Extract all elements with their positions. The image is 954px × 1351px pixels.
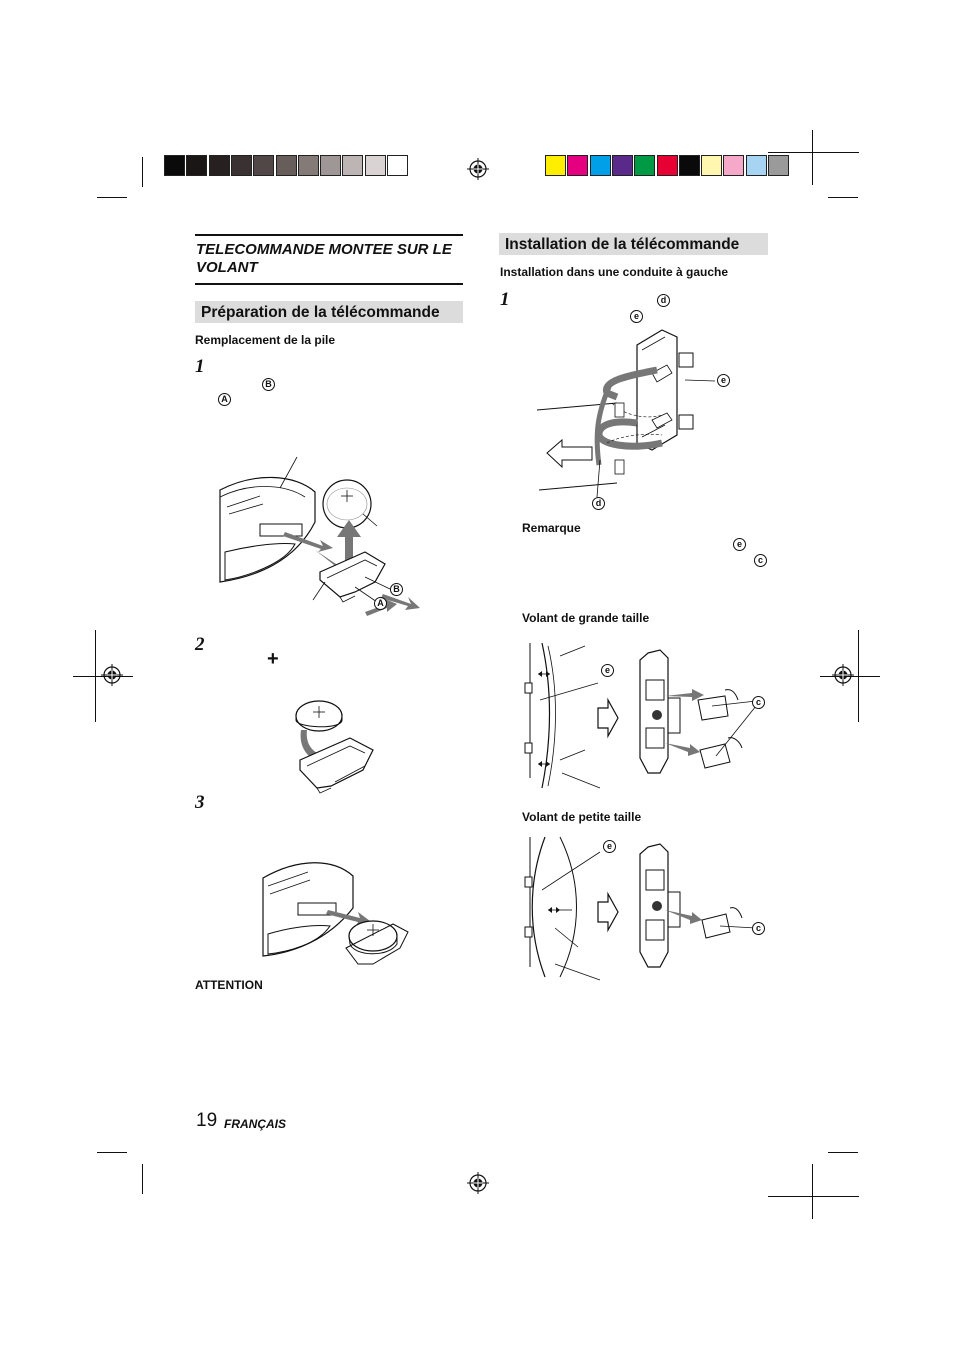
- color-swatch: [164, 155, 185, 176]
- color-swatch: [253, 155, 275, 176]
- callout-a: A: [218, 393, 231, 406]
- callout-a: A: [374, 597, 387, 610]
- callout-c: c: [752, 922, 765, 935]
- large-wheel-subheading: Volant de grande taille: [522, 611, 650, 625]
- left-hand-drive-subheading: Installation dans une conduite à gauche: [500, 265, 729, 279]
- large-wheel-illustration: [524, 642, 757, 789]
- color-swatch: [589, 155, 611, 176]
- language-label: FRANÇAIS: [224, 1117, 286, 1131]
- color-swatch: [342, 155, 364, 176]
- color-swatch: [634, 155, 656, 176]
- callout-c: c: [754, 554, 767, 567]
- step-number: 2: [195, 634, 205, 655]
- color-swatch: [297, 155, 319, 176]
- page-number: 19: [196, 1110, 218, 1131]
- color-swatch: [656, 155, 678, 176]
- color-swatch: [701, 155, 723, 176]
- color-swatch: [611, 155, 633, 176]
- remarque-heading: Remarque: [522, 521, 581, 535]
- battery-holder-insertion-illustration: [262, 862, 409, 965]
- registration-mark-icon: [467, 1172, 489, 1194]
- step-number: 3: [195, 792, 205, 813]
- color-swatch: [364, 155, 386, 176]
- small-wheel-subheading: Volant de petite taille: [522, 810, 642, 824]
- color-swatch: [723, 155, 745, 176]
- color-swatch: [768, 155, 789, 176]
- callout-c: c: [752, 696, 765, 709]
- color-swatch: [320, 155, 342, 176]
- plus-sign: +: [267, 648, 279, 670]
- registration-mark-icon: [101, 664, 123, 686]
- callout-d: d: [592, 497, 605, 510]
- step-number: 1: [195, 356, 205, 377]
- step-number: 1: [500, 289, 510, 310]
- registration-mark-icon: [467, 158, 489, 180]
- callout-d: d: [657, 294, 670, 307]
- callout-e: e: [630, 310, 643, 323]
- callout-e: e: [733, 538, 746, 551]
- attention-heading: ATTENTION: [195, 978, 263, 992]
- callout-b: B: [390, 583, 403, 596]
- color-swatch: [745, 155, 767, 176]
- installation-heading: Installation de la télécommande: [499, 233, 768, 255]
- color-swatch: [387, 155, 408, 176]
- color-swatch: [186, 155, 208, 176]
- battery-insertion-illustration: [295, 700, 374, 794]
- color-swatch: [275, 155, 297, 176]
- color-swatch: [208, 155, 230, 176]
- color-swatch: [230, 155, 252, 176]
- callout-e: e: [717, 374, 730, 387]
- battery-replacement-subheading: Remplacement de la pile: [195, 333, 336, 347]
- section-title: TELECOMMANDE MONTEE SUR LE VOLANT: [196, 241, 452, 276]
- callout-e: e: [601, 664, 614, 677]
- preparation-heading: Préparation de la télécommande: [195, 301, 463, 323]
- color-swatch: [545, 155, 566, 176]
- color-swatch: [678, 155, 700, 176]
- steering-mount-illustration: [536, 329, 716, 498]
- registration-mark-icon: [832, 664, 854, 686]
- remote-battery-removal-illustration: [219, 456, 420, 616]
- callout-b: B: [262, 378, 275, 391]
- small-wheel-illustration: [524, 836, 757, 981]
- color-swatch: [567, 155, 589, 176]
- callout-e: e: [603, 840, 616, 853]
